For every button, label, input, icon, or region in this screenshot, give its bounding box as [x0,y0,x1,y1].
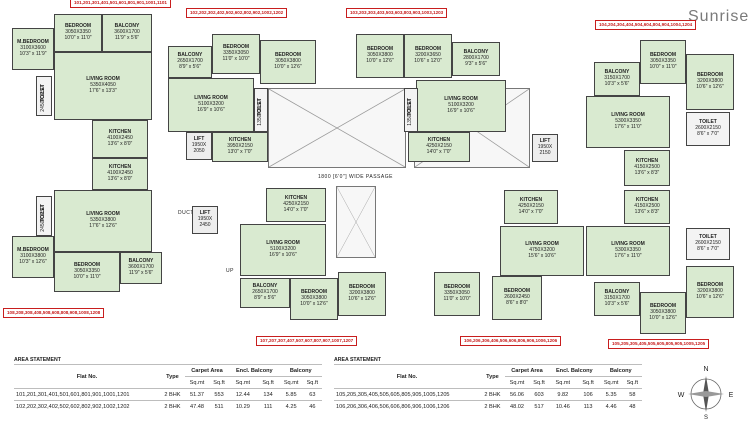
lower-void [336,186,376,258]
compass-icon: N E W S [676,362,736,421]
stair-up-label: UP [226,268,234,274]
compass-west: W [678,392,685,399]
table-row: 101,201,301,401,501,601,801,901,1001,120… [14,388,322,401]
passage-label: 1800 [6'0"] WIDE PASSAGE [318,174,393,180]
table-row: 102,202,302,402,502,602,802,902,1002,120… [14,400,322,412]
area-table-right: Flat No. Type Carpet Area Encl. Balcony … [334,364,642,412]
header-carpet-area: Carpet Area [504,364,550,377]
table-subheader-row: Sq.mt Sq.ft Sq.mt Sq.ft Sq.mt Sq.ft [14,376,322,389]
header-type: Type [159,364,185,389]
flat-tag-2: 102,202,302,402,502,602,802,902,1002,120… [186,8,288,18]
header-balcony: Balcony [599,364,642,377]
header-encl-balcony: Encl. Balcony [229,364,280,377]
header-flat-no: Flat No. [334,364,480,389]
brand-logo-text: Sunrise [688,8,750,25]
header-encl-balcony: Encl. Balcony [549,364,600,377]
flat-tag-1: 101,201,301,401,501,601,801,901,1001,110… [70,0,171,8]
area-statement-title-left: AREA STATEMENT [14,357,61,363]
table-subheader-row: Sq.mt Sq.ft Sq.mt Sq.ft Sq.mt Sq.ft [334,376,642,389]
central-void [268,88,406,168]
compass-south: S [704,415,708,419]
table-row: 106,206,306,406,506,606,806,906,1006,120… [334,400,642,412]
flat-tag-6: 107,207,307,407,507,607,807,907,1007,120… [256,336,358,346]
flat-tag-4: 104,204,304,404,504,604,804,904,1004,120… [595,20,697,30]
area-table-left: Flat No. Type Carpet Area Encl. Balcony … [14,364,322,412]
area-statement-title-right: AREA STATEMENT [334,357,381,363]
header-flat-no: Flat No. [14,364,160,389]
flat-tag-3: 103,203,303,403,503,603,803,903,1003,120… [346,8,448,18]
duct-label: DUCT [178,210,194,216]
header-type: Type [479,364,505,389]
compass-north: N [703,366,708,373]
flat-tag-5: 106,206,306,406,506,606,806,906,1006,120… [460,336,562,346]
header-balcony: Balcony [279,364,322,377]
header-carpet-area: Carpet Area [184,364,230,377]
table-row: 105,205,305,405,505,605,805,905,1005,120… [334,388,642,401]
table-header-row: Flat No. Type Carpet Area Encl. Balcony … [14,364,322,389]
compass-east: E [729,392,734,399]
table-header-row: Flat No. Type Carpet Area Encl. Balcony … [334,364,642,389]
flat-tag-7: 108,208,308,408,508,608,808,908,1008,120… [3,308,105,318]
flat-tag-8: 105,205,305,405,505,605,805,905,1005,120… [608,339,710,349]
